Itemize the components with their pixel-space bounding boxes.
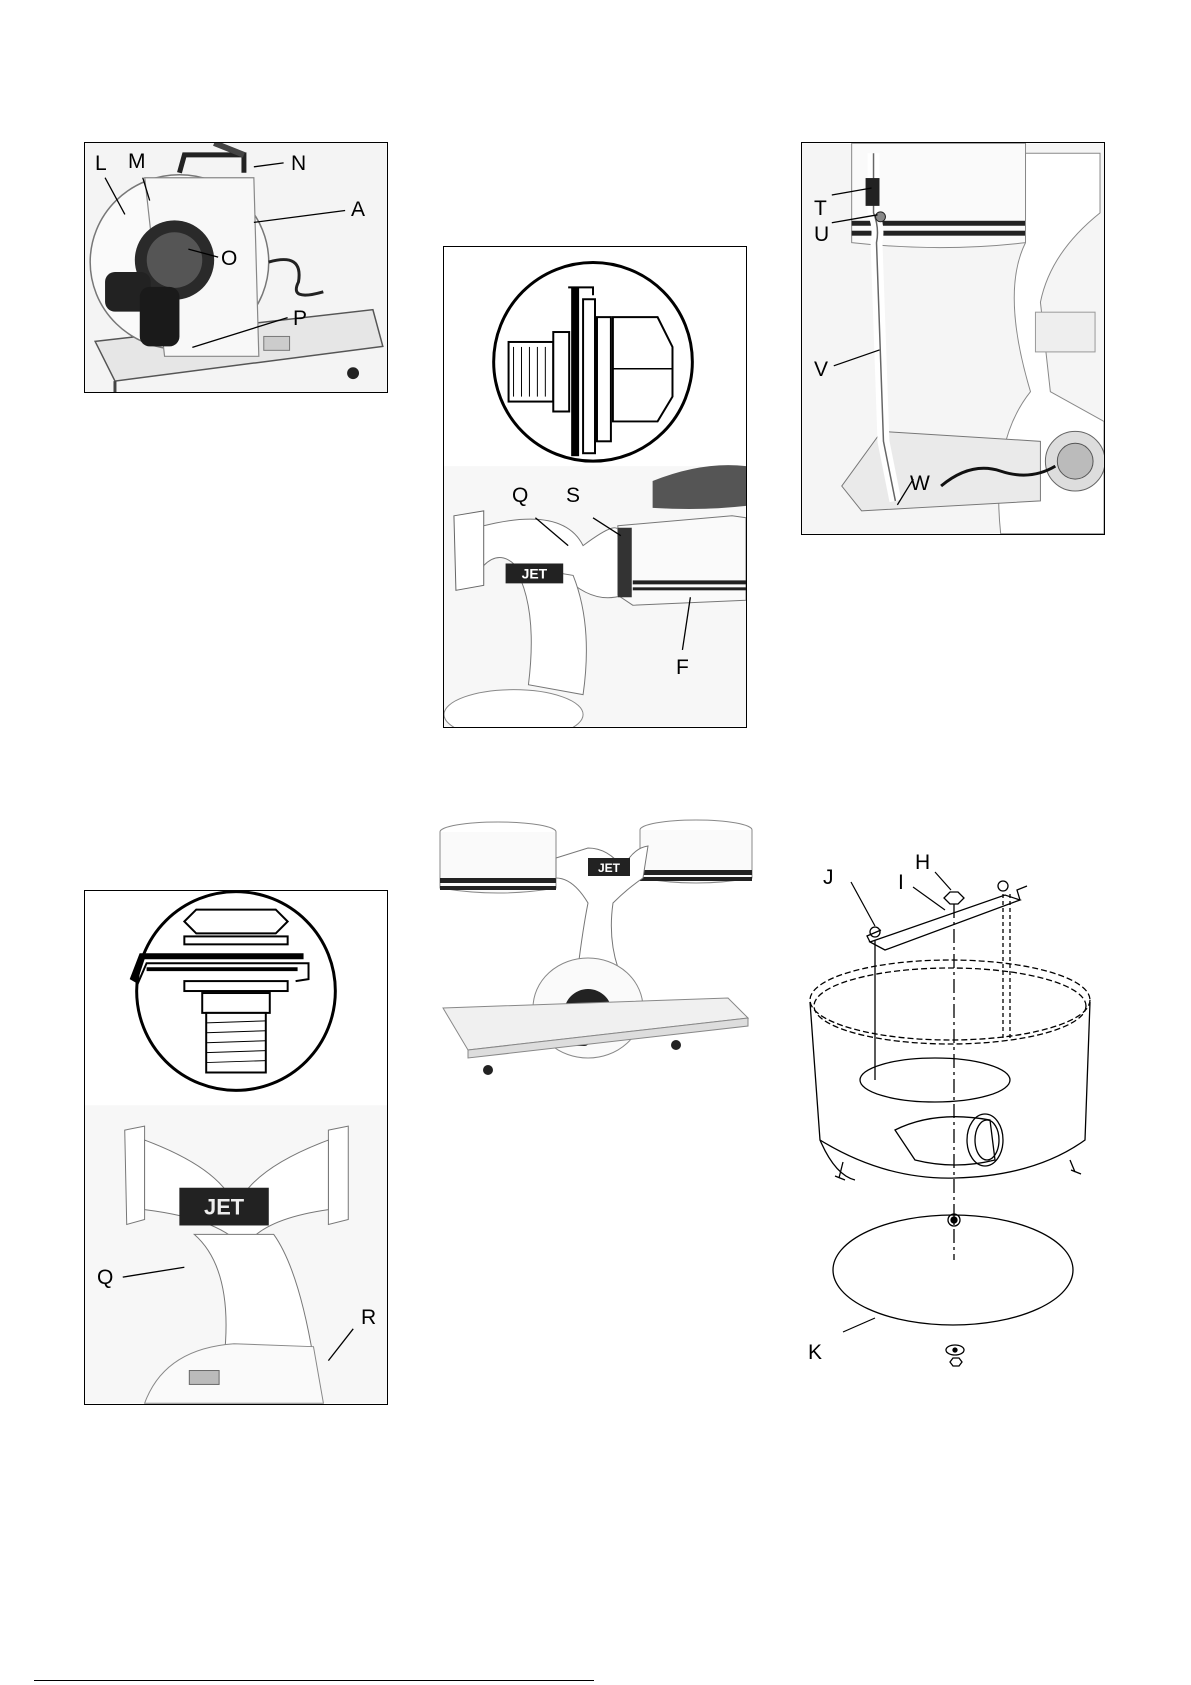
figure-assembled-collector: JET	[438, 818, 754, 1083]
bag-support-illustration: JET	[444, 247, 746, 727]
figure-bag-support-installation: JET Q S F	[443, 246, 747, 728]
callout-I: I	[898, 872, 904, 893]
footer-rule	[34, 1680, 594, 1681]
callout-U: U	[814, 224, 829, 245]
callout-V: V	[814, 359, 828, 380]
figure-blower-housing: L M N A O P	[84, 142, 388, 393]
jet-logo: JET	[204, 1195, 245, 1220]
assembled-collector-illustration: JET	[438, 818, 754, 1083]
callout-P: P	[293, 308, 307, 329]
callout-Q: Q	[97, 1267, 113, 1288]
support-mounting-illustration: JET	[85, 891, 387, 1404]
lift-handle-illustration	[802, 143, 1104, 534]
figure-support-mounting: JET Q R	[84, 890, 388, 1405]
callout-J: J	[823, 867, 834, 888]
callout-W: W	[910, 473, 930, 494]
figure-ring-exploded-view: H I J K	[795, 840, 1105, 1430]
callout-M: M	[128, 151, 146, 172]
callout-R: R	[361, 1307, 376, 1328]
ring-exploded-drawing	[795, 840, 1105, 1430]
callout-A: A	[351, 199, 365, 220]
callout-T: T	[814, 198, 827, 219]
callout-Q: Q	[512, 485, 528, 506]
jet-logo: JET	[598, 861, 621, 875]
figure-lift-handle: T U V W	[801, 142, 1105, 535]
callout-S: S	[566, 485, 580, 506]
callout-F: F	[676, 657, 689, 678]
callout-L: L	[95, 153, 107, 174]
callout-H: H	[915, 852, 930, 873]
callout-N: N	[291, 153, 306, 174]
jet-logo: JET	[522, 565, 548, 581]
callout-K: K	[808, 1342, 822, 1363]
callout-O: O	[221, 248, 237, 269]
